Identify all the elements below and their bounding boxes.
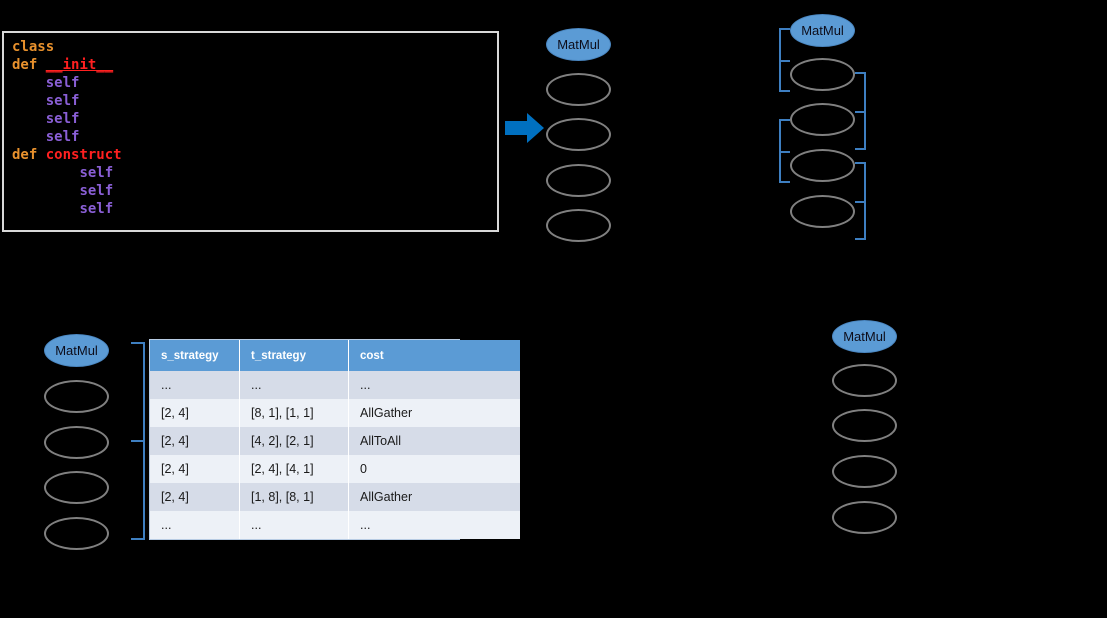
code-line: self xyxy=(12,128,122,146)
matmul-node-top-center[interactable]: MatMul xyxy=(546,28,611,61)
table-row[interactable]: ......... xyxy=(150,371,520,399)
operator-node[interactable] xyxy=(546,118,611,151)
operator-node[interactable] xyxy=(832,455,897,488)
operator-node[interactable] xyxy=(44,380,109,413)
operator-node[interactable] xyxy=(790,103,855,136)
table-row[interactable]: [2, 4][8, 1], [1, 1]AllGather xyxy=(150,399,520,427)
operator-node[interactable] xyxy=(832,501,897,534)
code-token: self xyxy=(45,93,80,109)
code-token: self xyxy=(79,201,114,217)
table-header-t-strategy[interactable]: t_strategy xyxy=(239,340,349,371)
table-cell: ... xyxy=(150,511,240,539)
table-row[interactable]: [2, 4][1, 8], [8, 1]AllGather xyxy=(150,483,520,511)
table-cell: [8, 1], [1, 1] xyxy=(239,399,349,427)
strategy-cost-table: s_strategy t_strategy cost .........[2, … xyxy=(150,340,520,539)
table-cell: AllGather xyxy=(348,483,520,511)
strategy-bracket-stub xyxy=(779,60,790,62)
table-row[interactable]: [2, 4][2, 4], [4, 1]0 xyxy=(150,455,520,483)
table-cell: ... xyxy=(348,371,520,399)
operator-node[interactable] xyxy=(790,195,855,228)
operator-node[interactable] xyxy=(790,149,855,182)
operator-group-top-center: MatMul xyxy=(546,28,616,243)
table-cell: 0 xyxy=(348,455,520,483)
code-token: self xyxy=(79,183,114,199)
code-token: def xyxy=(12,147,38,163)
table-header-cost[interactable]: cost xyxy=(348,340,520,371)
table-row[interactable]: ......... xyxy=(150,511,520,539)
operator-group-bottom-left: MatMul xyxy=(44,334,154,554)
table-header-s-strategy[interactable]: s_strategy xyxy=(150,340,240,371)
operator-node[interactable] xyxy=(832,409,897,442)
operator-node[interactable] xyxy=(44,517,109,550)
strategy-bracket-stub xyxy=(779,151,790,153)
table-cell: ... xyxy=(150,371,240,399)
operator-node[interactable] xyxy=(44,426,109,459)
code-token: self xyxy=(45,129,80,145)
code-token: self xyxy=(45,75,80,91)
code-line: class xyxy=(12,38,122,56)
strategy-cost-table-wrap: s_strategy t_strategy cost .........[2, … xyxy=(149,339,520,540)
table-header-row: s_strategy t_strategy cost xyxy=(150,340,520,371)
strategy-bracket-stub xyxy=(855,201,866,203)
table-cell: [2, 4], [4, 1] xyxy=(239,455,349,483)
operator-node[interactable] xyxy=(546,73,611,106)
table-cell: ... xyxy=(348,511,520,539)
flow-arrow-right-icon xyxy=(505,112,545,144)
code-token: self xyxy=(45,111,80,127)
table-cell: [2, 4] xyxy=(150,399,240,427)
code-token: self xyxy=(79,165,114,181)
operator-node[interactable] xyxy=(790,58,855,91)
operator-node[interactable] xyxy=(546,164,611,197)
code-token: class xyxy=(12,39,55,55)
code-line: self xyxy=(12,110,122,128)
code-token: def xyxy=(12,57,38,73)
operator-node[interactable] xyxy=(832,364,897,397)
operator-node[interactable] xyxy=(44,471,109,504)
code-line: def construct xyxy=(12,146,122,164)
table-cell: [4, 2], [2, 1] xyxy=(239,427,349,455)
table-cell: [1, 8], [8, 1] xyxy=(239,483,349,511)
table-row[interactable]: [2, 4][4, 2], [2, 1]AllToAll xyxy=(150,427,520,455)
code-token: __init__ xyxy=(45,57,114,73)
table-cell: [2, 4] xyxy=(150,483,240,511)
table-cell: AllGather xyxy=(348,399,520,427)
code-line: self xyxy=(12,74,122,92)
code-line: def __init__ xyxy=(12,56,122,74)
table-cell: ... xyxy=(239,511,349,539)
table-cell: AllToAll xyxy=(348,427,520,455)
code-token xyxy=(37,57,45,73)
code-line: self xyxy=(12,164,122,182)
operator-group-top-right: MatMul xyxy=(770,14,880,254)
operator-group-bottom-right: MatMul xyxy=(832,320,902,535)
matmul-node-bottom-right[interactable]: MatMul xyxy=(832,320,897,353)
table-cell: [2, 4] xyxy=(150,455,240,483)
code-line: self xyxy=(12,92,122,110)
matmul-node-bottom-left[interactable]: MatMul xyxy=(44,334,109,367)
operator-node[interactable] xyxy=(546,209,611,242)
table-cell: [2, 4] xyxy=(150,427,240,455)
code-line: self xyxy=(12,182,122,200)
code-line: self xyxy=(12,200,122,218)
table-cell: ... xyxy=(239,371,349,399)
table-bracket-stub xyxy=(131,440,145,442)
code-token xyxy=(37,147,45,163)
strategy-bracket-stub xyxy=(855,111,866,113)
code-token: construct xyxy=(45,147,122,163)
matmul-node-top-right[interactable]: MatMul xyxy=(790,14,855,47)
